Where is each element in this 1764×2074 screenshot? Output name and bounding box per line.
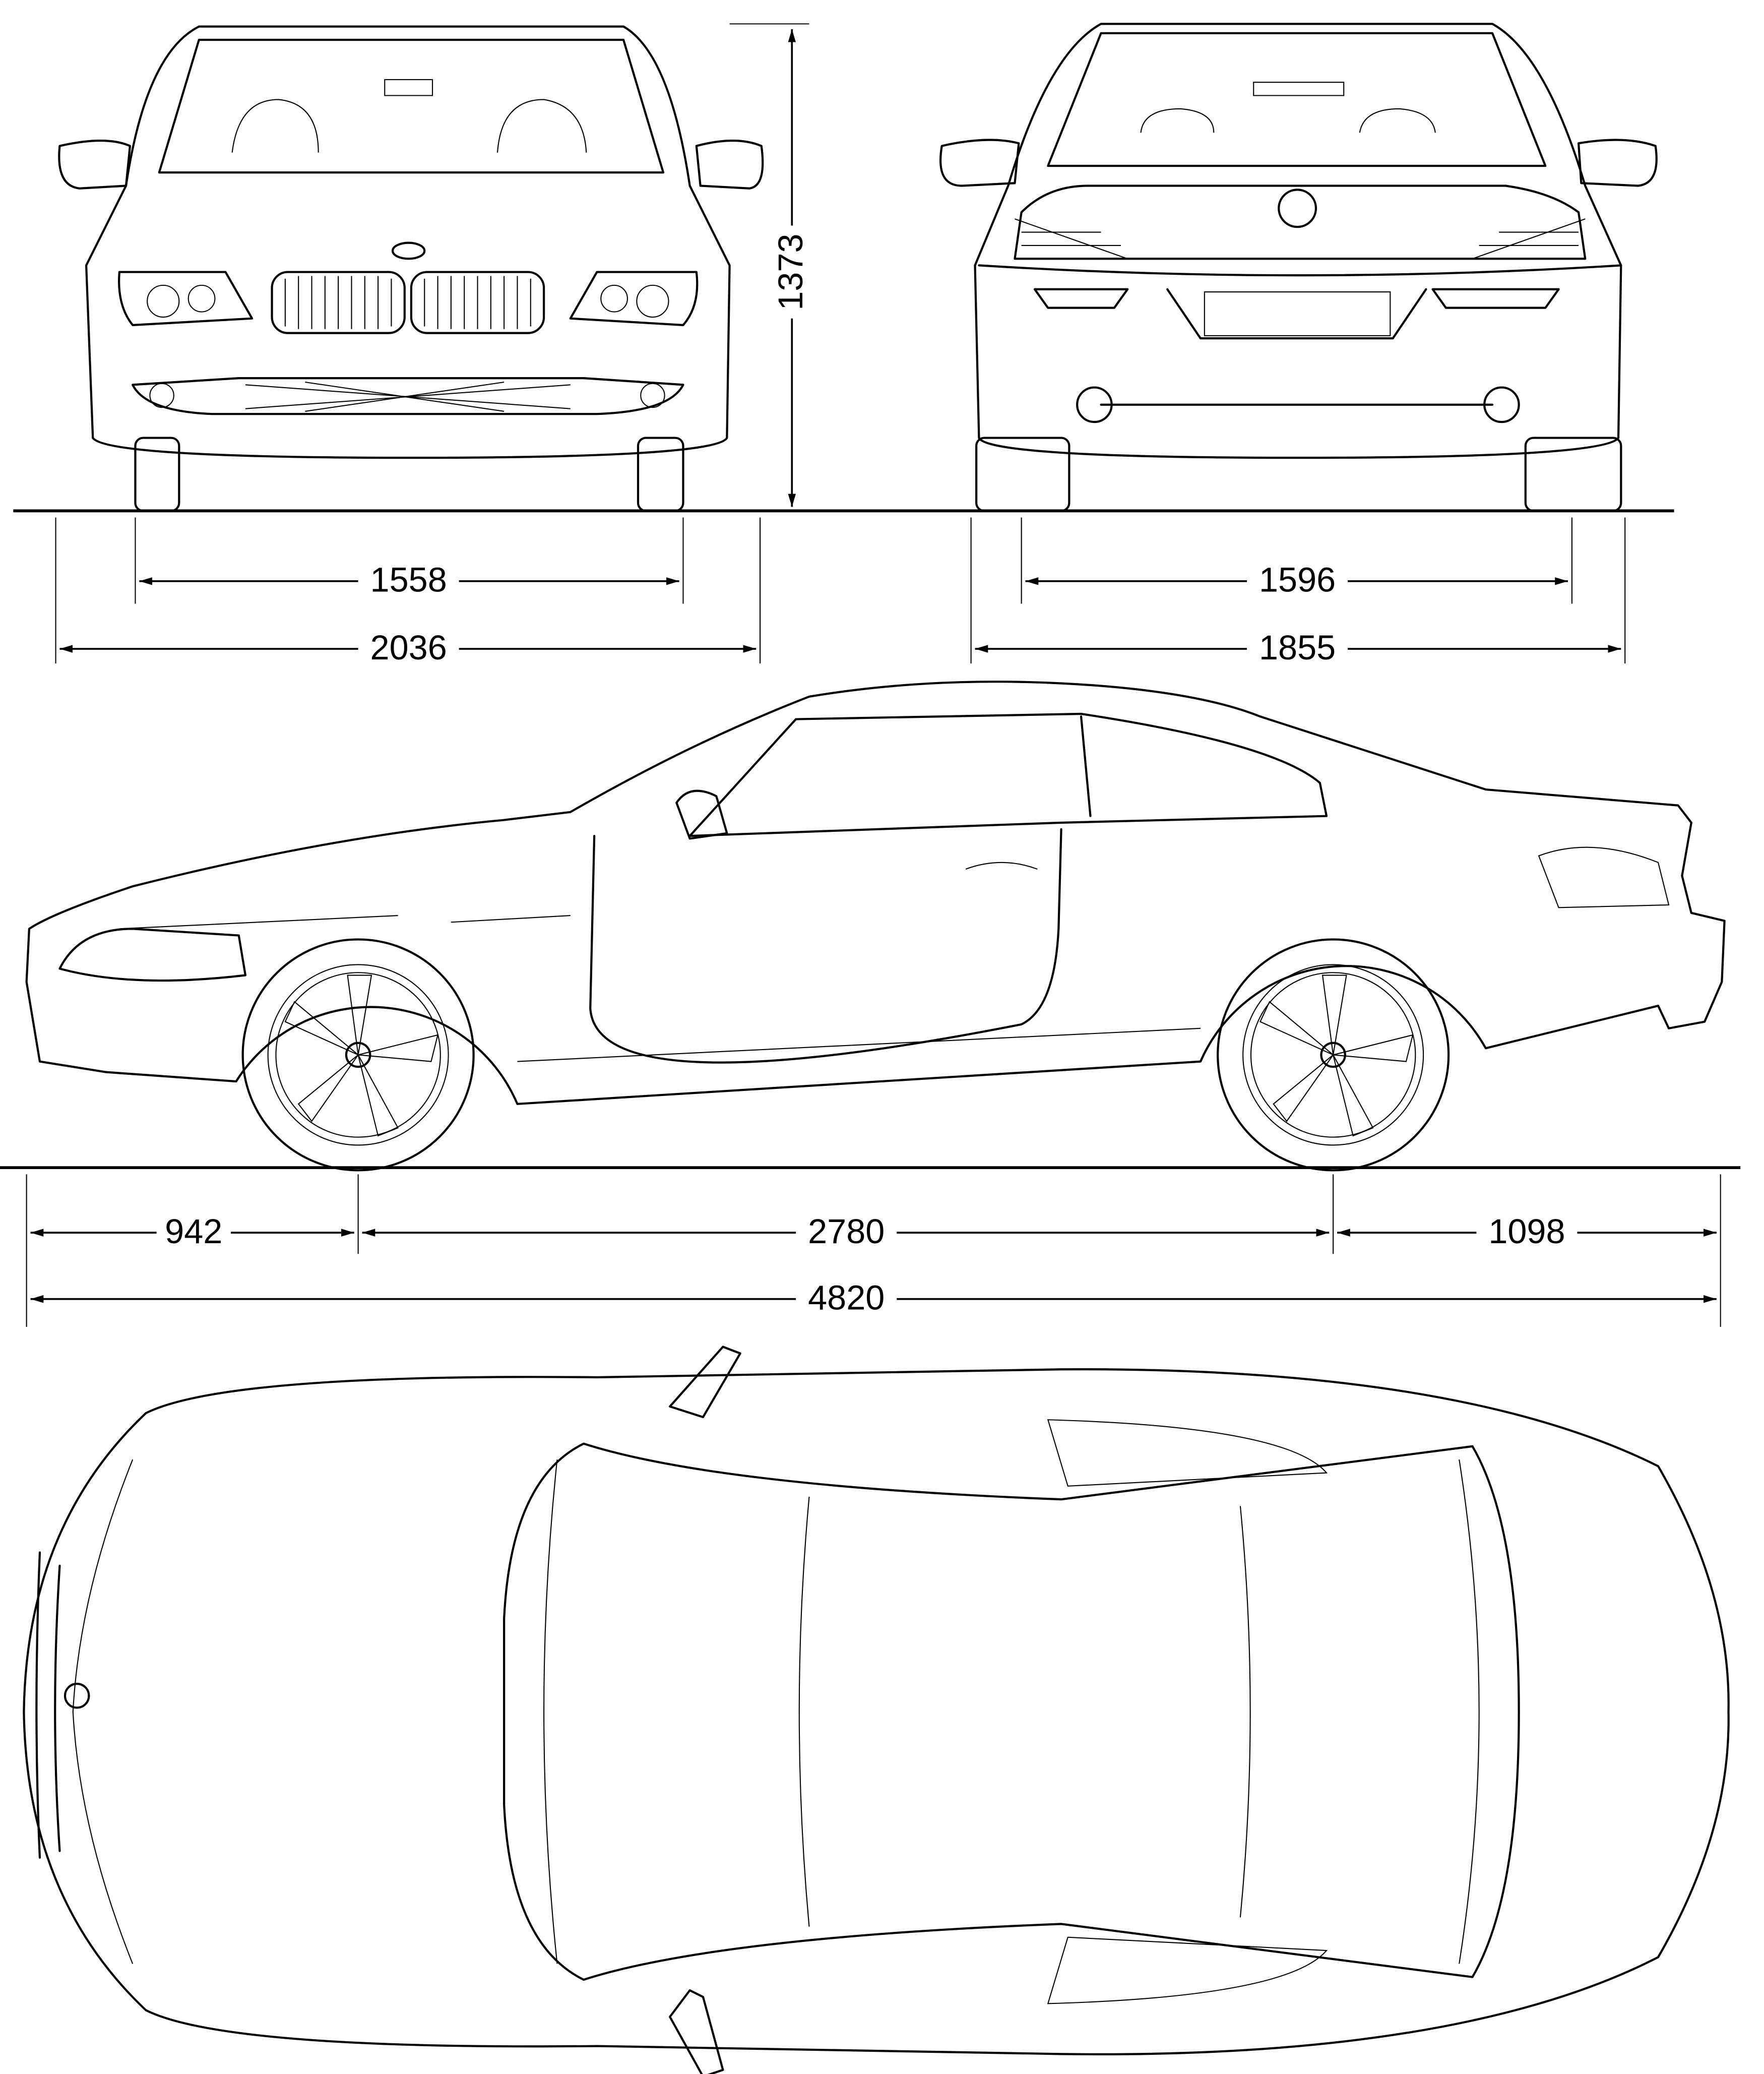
rear-tire-right — [1524, 437, 1622, 512]
rear-track-label: 1596 — [1259, 561, 1336, 599]
front-wheel — [241, 938, 475, 1172]
rear-view: 1596 1855 — [939, 23, 1658, 667]
top-body-outline — [23, 1368, 1730, 2055]
trunk-lid — [1014, 185, 1587, 260]
rear-window — [1047, 32, 1547, 167]
top-mirror-left-icon — [669, 1346, 741, 1419]
front-windshield — [158, 38, 665, 174]
rear-overhang-label: 1098 — [1488, 1212, 1565, 1251]
headlight-right — [569, 271, 699, 326]
front-tire-left — [134, 437, 180, 512]
side-windows — [688, 712, 1328, 837]
top-cabin — [503, 1442, 1520, 1981]
rear-width-label: 1855 — [1259, 628, 1336, 667]
brand-logo-front — [391, 241, 426, 260]
top-mirror-right-icon — [669, 1989, 724, 2074]
rear-bumper — [978, 264, 1622, 406]
mirror-left-icon — [58, 139, 132, 190]
rear-mirror-left-icon — [939, 139, 1020, 187]
grille-left — [271, 271, 406, 334]
mirror-right-icon — [695, 139, 764, 190]
front-lower-intake — [132, 377, 684, 415]
rear-tire-left — [975, 437, 1070, 512]
wheel-hub-icon — [1320, 1042, 1346, 1068]
overall-width-label: 2036 — [370, 628, 447, 667]
front-tire-right — [637, 437, 684, 512]
wheelbase-label: 2780 — [808, 1212, 885, 1251]
side-body-outline — [25, 681, 1726, 1105]
height-dimension-label: 1373 — [771, 233, 810, 310]
brand-logo-top — [64, 1682, 90, 1709]
top-rear-window — [1239, 1459, 1480, 1964]
overall-length-label: 4820 — [808, 1278, 885, 1317]
grille-right — [410, 271, 545, 334]
side-view: 942 2780 1098 4820 — [0, 681, 1741, 1327]
headlight-left — [118, 271, 254, 326]
brand-logo-rear — [1278, 189, 1317, 228]
rear-body-outline — [974, 23, 1622, 459]
side-headlight — [58, 928, 247, 982]
wheel-hub-icon — [345, 1042, 371, 1068]
front-overhang-label: 942 — [165, 1212, 222, 1251]
door-outline — [589, 828, 1062, 1064]
rear-wheel — [1217, 938, 1450, 1172]
top-grille — [35, 1551, 61, 1859]
front-view: 1373 1558 2036 — [13, 23, 1674, 667]
top-windshield — [543, 1459, 810, 1964]
front-track-label: 1558 — [370, 561, 447, 599]
front-body-outline — [85, 25, 731, 459]
rear-mirror-right-icon — [1577, 139, 1658, 187]
top-view — [23, 1346, 1730, 2074]
side-mirror-icon — [675, 789, 728, 840]
